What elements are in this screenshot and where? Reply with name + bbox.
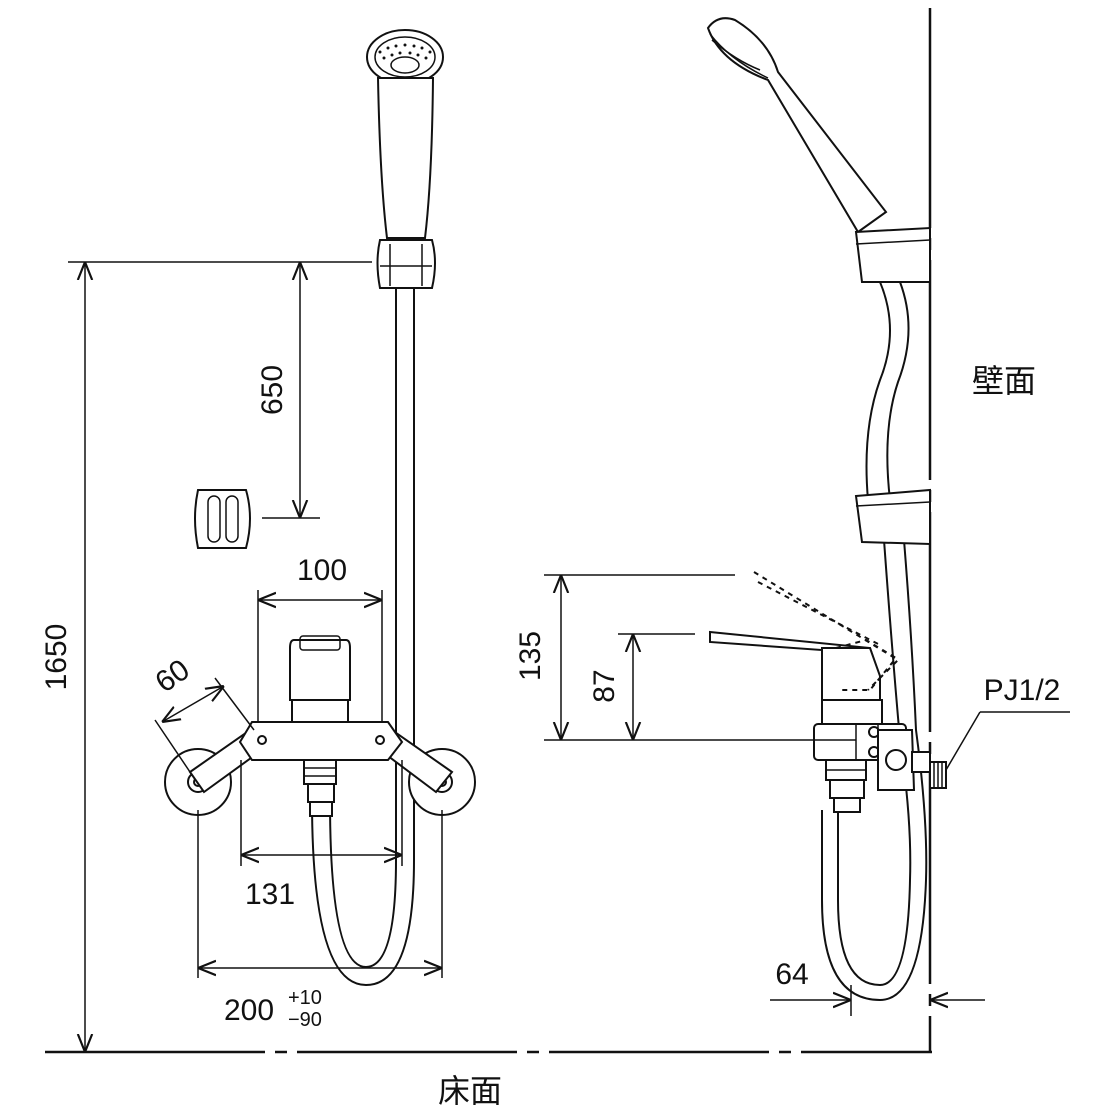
shower-head-front (366, 29, 444, 239)
dim-650-label: 650 (256, 365, 289, 415)
dim-135-label: 135 (514, 631, 547, 681)
dim-200-minus-tolerance: −90 (288, 1009, 322, 1031)
dim-1650-label: 1650 (40, 624, 73, 691)
floor-label: 床面 (438, 1072, 502, 1110)
dim-131-label: 131 (245, 878, 295, 911)
body-side (813, 699, 947, 813)
dimension-87: 87 (588, 633, 695, 740)
dimension-135: 135 (514, 574, 856, 741)
lever-side (709, 630, 881, 701)
dim-60-label: 60 (149, 653, 195, 699)
upper-holder-side (854, 226, 931, 283)
dimension-200: 200 +10 −90 (197, 810, 443, 1031)
dimension-131: 131 (240, 760, 403, 911)
lower-hook-front (194, 489, 251, 549)
lever-open-dashed (753, 571, 900, 691)
dim-200-plus-tolerance: +10 (288, 987, 322, 1009)
dim-64-label: 64 (775, 958, 808, 991)
dimension-650: 650 (256, 262, 320, 519)
thread-leader: PJ1/2 (945, 674, 1070, 771)
upper-hook-front (376, 239, 436, 289)
dim-100-label: 100 (297, 554, 347, 587)
dimension-64: 64 (770, 958, 985, 1016)
dim-87-label: 87 (588, 669, 621, 702)
lower-holder-side (854, 488, 931, 546)
thread-label: PJ1/2 (984, 674, 1061, 707)
dimension-1650: 1650 (40, 261, 372, 1052)
faucet-body-front (238, 635, 404, 817)
front-view (164, 29, 476, 987)
dim-200-label: 200 (224, 994, 274, 1027)
shower-head-side (706, 17, 888, 234)
wall-label: 壁面 (972, 362, 1036, 400)
side-view (706, 17, 947, 1002)
dimension-100: 100 (257, 554, 383, 722)
hose-loop (311, 799, 415, 987)
